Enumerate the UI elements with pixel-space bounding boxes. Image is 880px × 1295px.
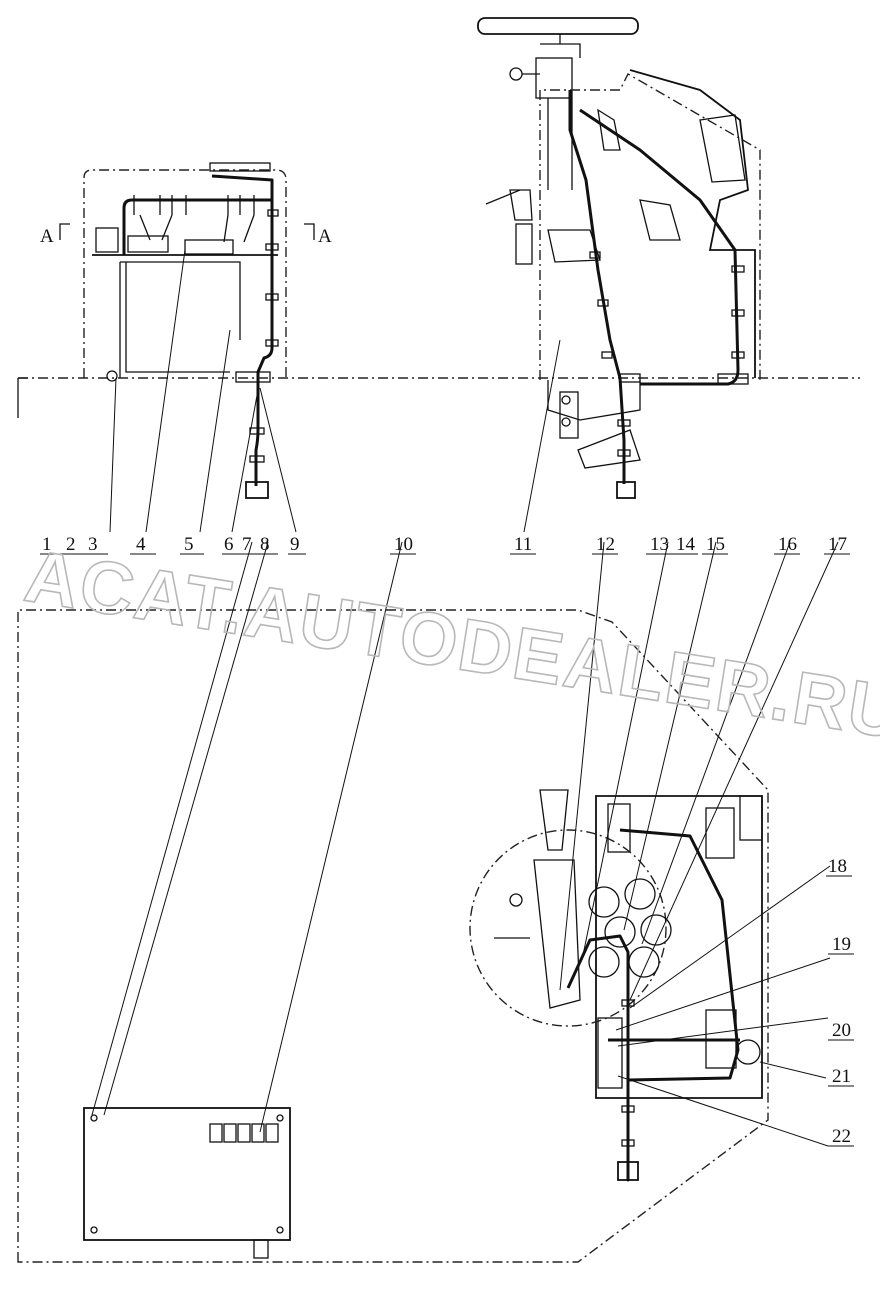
callout-4: 4 (136, 534, 146, 555)
front-view: A A (17, 162, 860, 499)
watermark-text: ACAT.AUTODEALER.RU (19, 534, 880, 755)
callout-18: 18 (828, 856, 847, 877)
side-view (477, 17, 761, 499)
callout-5: 5 (184, 534, 194, 555)
callout-6: 6 (224, 534, 234, 555)
callout-15: 15 (706, 534, 725, 555)
callout-8: 8 (260, 534, 270, 555)
control-box (83, 1107, 291, 1241)
callout-12: 12 (596, 534, 615, 555)
callout-17: 17 (828, 534, 847, 555)
callout-13: 13 (650, 534, 669, 555)
section-mark-right: A (318, 226, 332, 247)
callout-7: 7 (242, 534, 252, 555)
section-mark-left: A (40, 226, 54, 247)
callout-22: 22 (832, 1126, 851, 1147)
callout-9: 9 (290, 534, 300, 555)
callout-14: 14 (676, 534, 696, 555)
leader-lines (91, 249, 839, 1147)
callout-11: 11 (514, 534, 532, 555)
callout-2: 2 (66, 534, 76, 555)
callout-19: 19 (832, 934, 851, 955)
callout-10: 10 (394, 534, 413, 555)
callout-20: 20 (832, 1020, 851, 1041)
callout-21: 21 (832, 1066, 851, 1087)
callout-1: 1 (42, 534, 52, 555)
callout-labels: 1 2 3 4 5 6 7 8 9 10 11 12 13 14 15 16 1… (42, 534, 851, 1147)
callout-3: 3 (88, 534, 98, 555)
plan-view (17, 609, 769, 1263)
callout-16: 16 (778, 534, 797, 555)
